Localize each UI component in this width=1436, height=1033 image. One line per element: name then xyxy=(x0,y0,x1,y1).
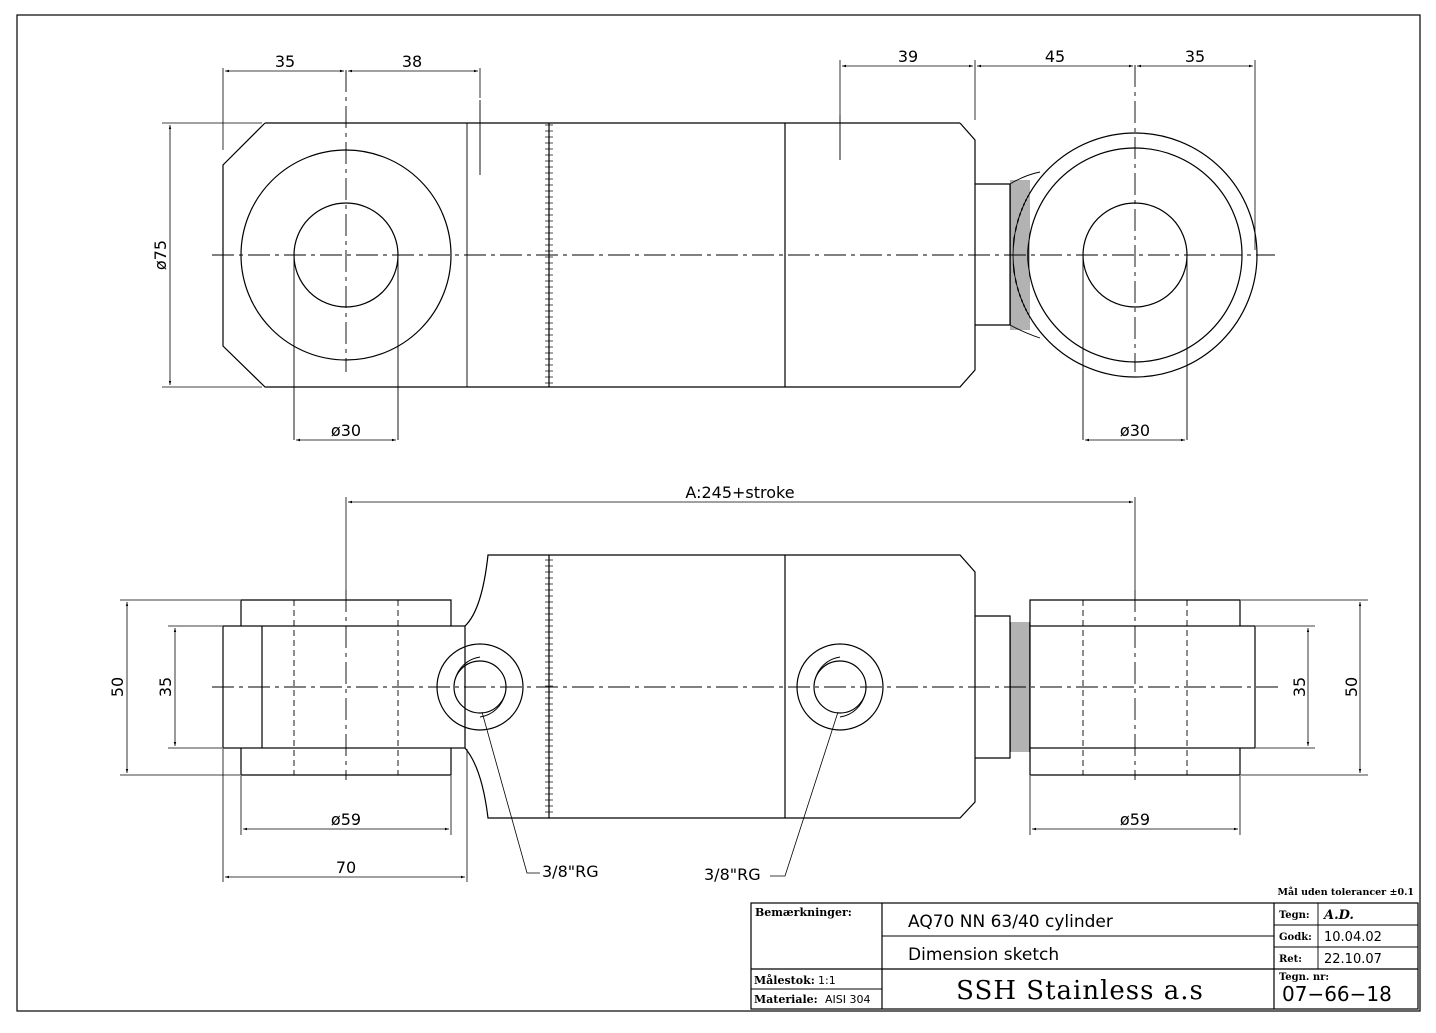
sheet-border xyxy=(16,14,1421,1012)
dim-dia59-left: ø59 xyxy=(331,810,361,829)
revised-value: 22.10.07 xyxy=(1324,952,1382,967)
drawn-value: A.D. xyxy=(1322,908,1354,923)
approved-value: 10.04.02 xyxy=(1324,930,1382,945)
right-clevis xyxy=(1029,625,1256,749)
dim-50-right: 50 xyxy=(1342,677,1361,697)
bottom-view: A:245+stroke 50 35 35 50 ø59 ø59 70 xyxy=(108,483,1368,884)
title-block: Mål uden tolerancer ±0.1 Bemærkninger: A… xyxy=(750,886,1419,1010)
dim-50-left: 50 xyxy=(108,677,127,697)
drawn-label: Tegn: xyxy=(1279,910,1310,921)
cylinder-body xyxy=(464,554,976,819)
drawing-no-value: 07−66−18 xyxy=(1282,982,1392,1006)
dim-39: 39 xyxy=(898,47,918,66)
drawing-subtitle: Dimension sketch xyxy=(908,945,1059,965)
port-label-right: 3/8"RG xyxy=(704,865,761,884)
thread-hatch-top xyxy=(545,124,553,384)
dim-stroke: A:245+stroke xyxy=(685,483,794,502)
company-name: SSH Stainless a.s xyxy=(956,976,1204,1006)
top-view: 35 38 39 45 35 ø75 ø30 ø30 xyxy=(151,47,1275,442)
dim-dia30-right: ø30 xyxy=(1120,421,1150,440)
scale-label: Målestok: xyxy=(754,974,815,987)
dim-35-left: 35 xyxy=(275,52,295,71)
drawing-no-label: Tegn. nr: xyxy=(1279,972,1329,983)
remarks-label: Bemærkninger: xyxy=(755,906,852,919)
revised-label: Ret: xyxy=(1279,954,1302,965)
dim-35-left-bottom: 35 xyxy=(156,677,175,697)
dim-dia30-left: ø30 xyxy=(331,421,361,440)
dim-45: 45 xyxy=(1045,47,1065,66)
port-label-left: 3/8"RG xyxy=(542,862,599,881)
material-label: Materiale: xyxy=(754,993,818,1006)
scale-value: 1:1 xyxy=(818,974,836,987)
left-eye-outline xyxy=(222,122,785,388)
approved-label: Godk: xyxy=(1279,932,1312,943)
tolerance-note: Mål uden tolerancer ±0.1 xyxy=(1278,886,1414,898)
dim-35-right-bottom: 35 xyxy=(1290,677,1309,697)
material-value: AISI 304 xyxy=(825,993,871,1006)
dim-38: 38 xyxy=(402,52,422,71)
dim-70: 70 xyxy=(336,858,356,877)
dim-dia59-right: ø59 xyxy=(1120,810,1150,829)
dim-35-right: 35 xyxy=(1185,47,1205,66)
drawing-title: AQ70 NN 63/40 cylinder xyxy=(908,912,1113,932)
dim-dia75: ø75 xyxy=(151,240,170,270)
